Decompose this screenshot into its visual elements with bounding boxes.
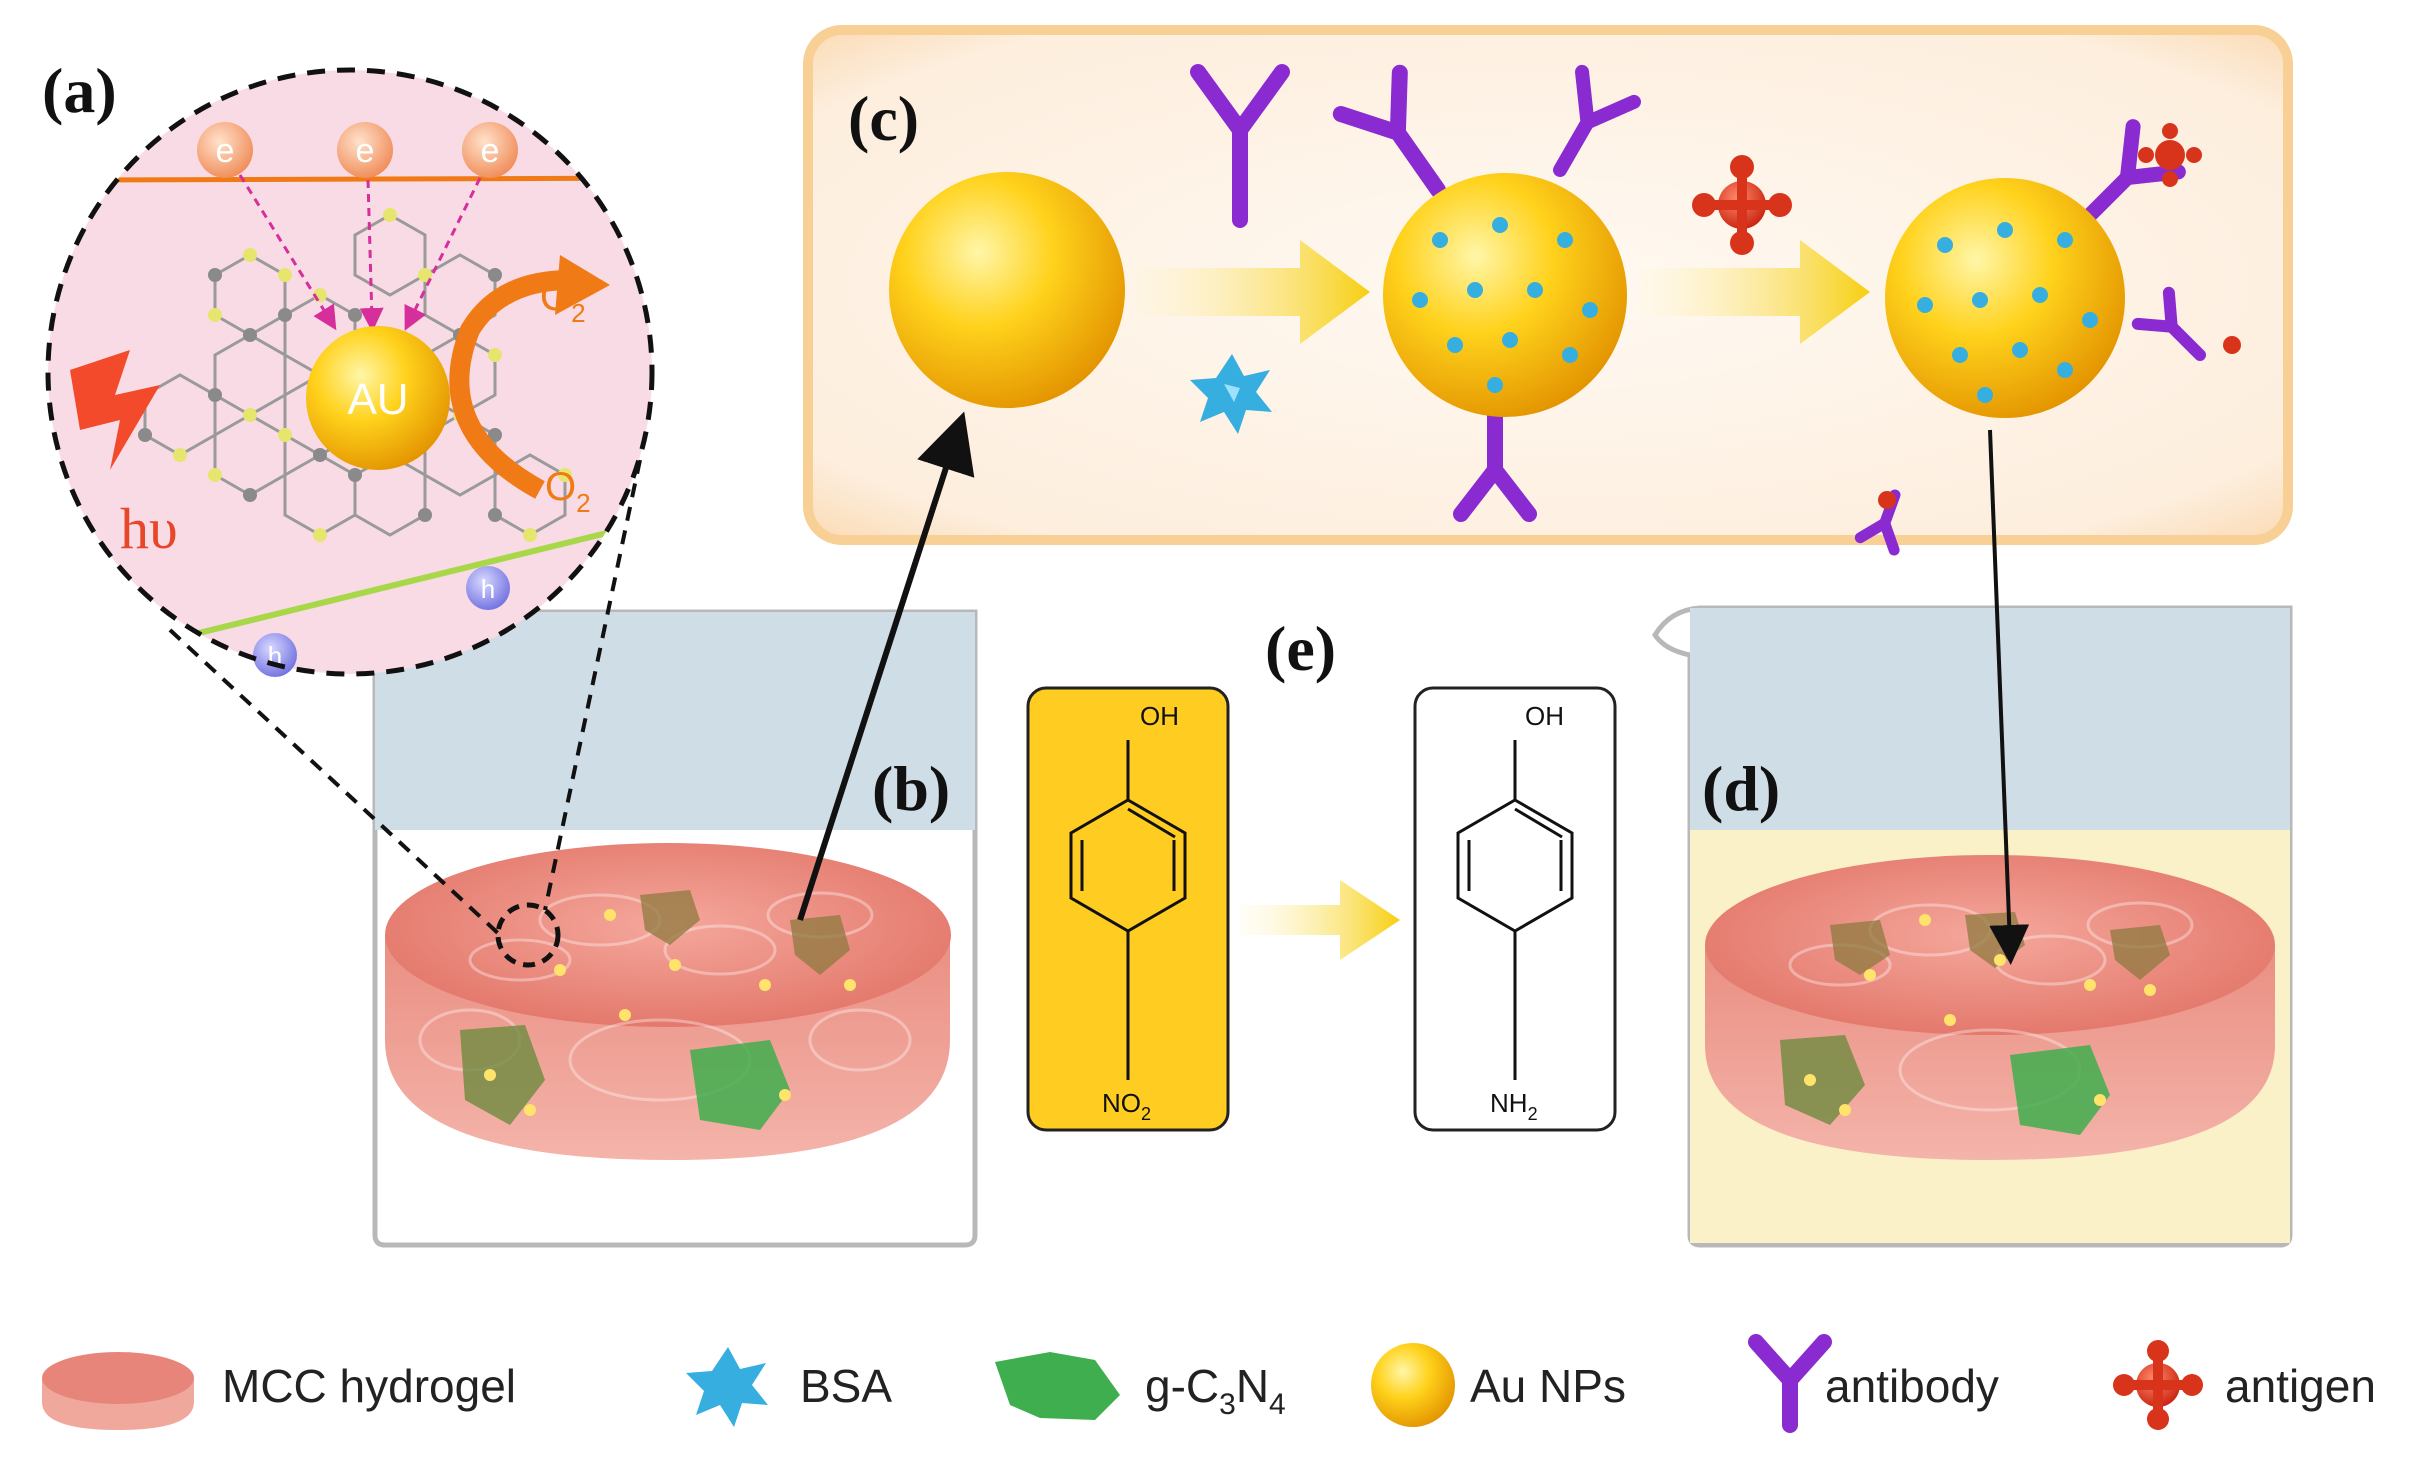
svg-text:MCC hydrogel: MCC hydrogel: [222, 1360, 516, 1412]
oxygen-reduction-arrow: [449, 270, 571, 499]
legend-bsa: BSA: [686, 1347, 892, 1427]
hydrogel-icon: [42, 1352, 194, 1430]
bsa-dots: [1412, 217, 1598, 393]
svg-text:g-C3N4: g-C3N4: [1145, 1360, 1286, 1421]
panel-c: (c): [803, 25, 2293, 556]
oxygen-label: O2: [545, 465, 591, 518]
antibody-icon: [1553, 64, 1641, 177]
au-nanoparticle-bare: [889, 172, 1125, 408]
antigen-icon: [2113, 1340, 2203, 1430]
svg-text:antibody: antibody: [1825, 1360, 1999, 1412]
panel-d-label: (d): [1702, 753, 1780, 824]
gcn-sheet: [460, 1025, 545, 1125]
panel-e: (e) OH NO2 OH NH2: [1026, 613, 1617, 1132]
valence-band: [149, 517, 652, 648]
hydrogel-disc-d: [1705, 855, 2275, 1160]
amino-group: NH2: [1490, 1088, 1538, 1124]
panel-e-label: (e): [1265, 613, 1336, 684]
arrow-disc-to-au: [797, 411, 975, 921]
svg-text:BSA: BSA: [800, 1360, 892, 1412]
svg-text:Au NPs: Au NPs: [1470, 1360, 1626, 1412]
gcn-sheet: [690, 1040, 790, 1130]
light-label: hυ: [120, 496, 178, 561]
gcn-sheet: [1780, 1035, 1865, 1125]
antibody-icon: [2131, 286, 2206, 361]
antigen-icon: [2223, 336, 2241, 354]
benzene-ring: [1456, 740, 1574, 1080]
au-nanoparticle-after-binding: [1854, 119, 2241, 556]
gcn-sheet: [1830, 920, 1890, 975]
gcn-sheet: [790, 915, 850, 975]
gcn-sheet: [640, 890, 700, 945]
antibody-icon: [1453, 402, 1537, 522]
gcn-sheet: [2110, 925, 2170, 980]
svg-text:e: e: [481, 132, 500, 170]
svg-text:h: h: [481, 574, 495, 604]
arrow-step-1: [1135, 240, 1370, 344]
legend-antigen: antigen: [2113, 1340, 2376, 1430]
arrow-step-2: [1640, 240, 1870, 344]
panel-b-label: (b): [872, 753, 950, 824]
aminophenol-oh: OH: [1525, 701, 1564, 731]
svg-text:e: e: [356, 132, 375, 170]
molecule-box-aminophenol: [1413, 686, 1617, 1132]
electron-transfer-arrows: [238, 174, 482, 332]
beaker-d-water: [1690, 608, 2290, 830]
legend-gcn: g-C3N4: [995, 1352, 1286, 1421]
antibody-icon: [1748, 1334, 1832, 1433]
hole-particle: h: [466, 566, 510, 610]
svg-text:e: e: [216, 132, 235, 170]
au-photocatalyst-particle: AU: [306, 326, 450, 470]
beaker-d: (d): [1652, 605, 2293, 1248]
electron-particle: e: [462, 122, 518, 178]
antigen-icon: [2138, 123, 2202, 187]
panel-a-label: (a): [42, 55, 117, 126]
legend-au: Au NPs: [1371, 1343, 1626, 1427]
au-icon: [1371, 1343, 1455, 1427]
hydrogel-disc-b: [385, 843, 951, 1160]
panel-a: e e e h h AU O2-: [42, 55, 655, 937]
nitrophenol-oh: OH: [1140, 701, 1179, 731]
panel-c-label: (c): [848, 83, 919, 154]
arrow-conjugate-to-disc: [1988, 429, 2030, 965]
beaker-b: (b): [326, 609, 978, 1248]
legend: MCC hydrogel BSA g-C3N4 Au NPs antibody: [42, 1334, 2376, 1433]
bsa-icon: [686, 1347, 768, 1427]
legend-antibody: antibody: [1748, 1334, 1999, 1433]
svg-text:AU: AU: [347, 375, 408, 424]
electron-particle: e: [197, 122, 253, 178]
hole-particle: h: [253, 633, 297, 677]
antigen-icon: [1692, 155, 1792, 255]
antigen-icon: [1878, 491, 1896, 509]
arrow-reduction: [1240, 880, 1400, 960]
legend-mcc: MCC hydrogel: [42, 1352, 516, 1430]
conduction-band: [99, 175, 652, 183]
gcn-icon: [995, 1352, 1120, 1420]
zoom-circle-border: [45, 67, 655, 677]
bsa-dots: [1917, 222, 2098, 403]
electron-particle: e: [337, 122, 393, 178]
svg-text:antigen: antigen: [2225, 1360, 2376, 1412]
au-nanoparticle-conjugated: [1332, 64, 1641, 522]
antibody-icon: [1190, 64, 1290, 228]
zoom-region-marker: [495, 902, 561, 968]
benzene-ring: [1069, 740, 1187, 1080]
bsa-icon: [1190, 354, 1272, 434]
antibody-icon: [1332, 64, 1446, 198]
superoxide-label: O2-: [540, 262, 596, 328]
gcn-sheet: [2010, 1045, 2110, 1135]
molecule-box-nitrophenol: [1026, 686, 1230, 1132]
nitro-group: NO2: [1102, 1088, 1151, 1124]
lightning-icon: [70, 350, 160, 470]
